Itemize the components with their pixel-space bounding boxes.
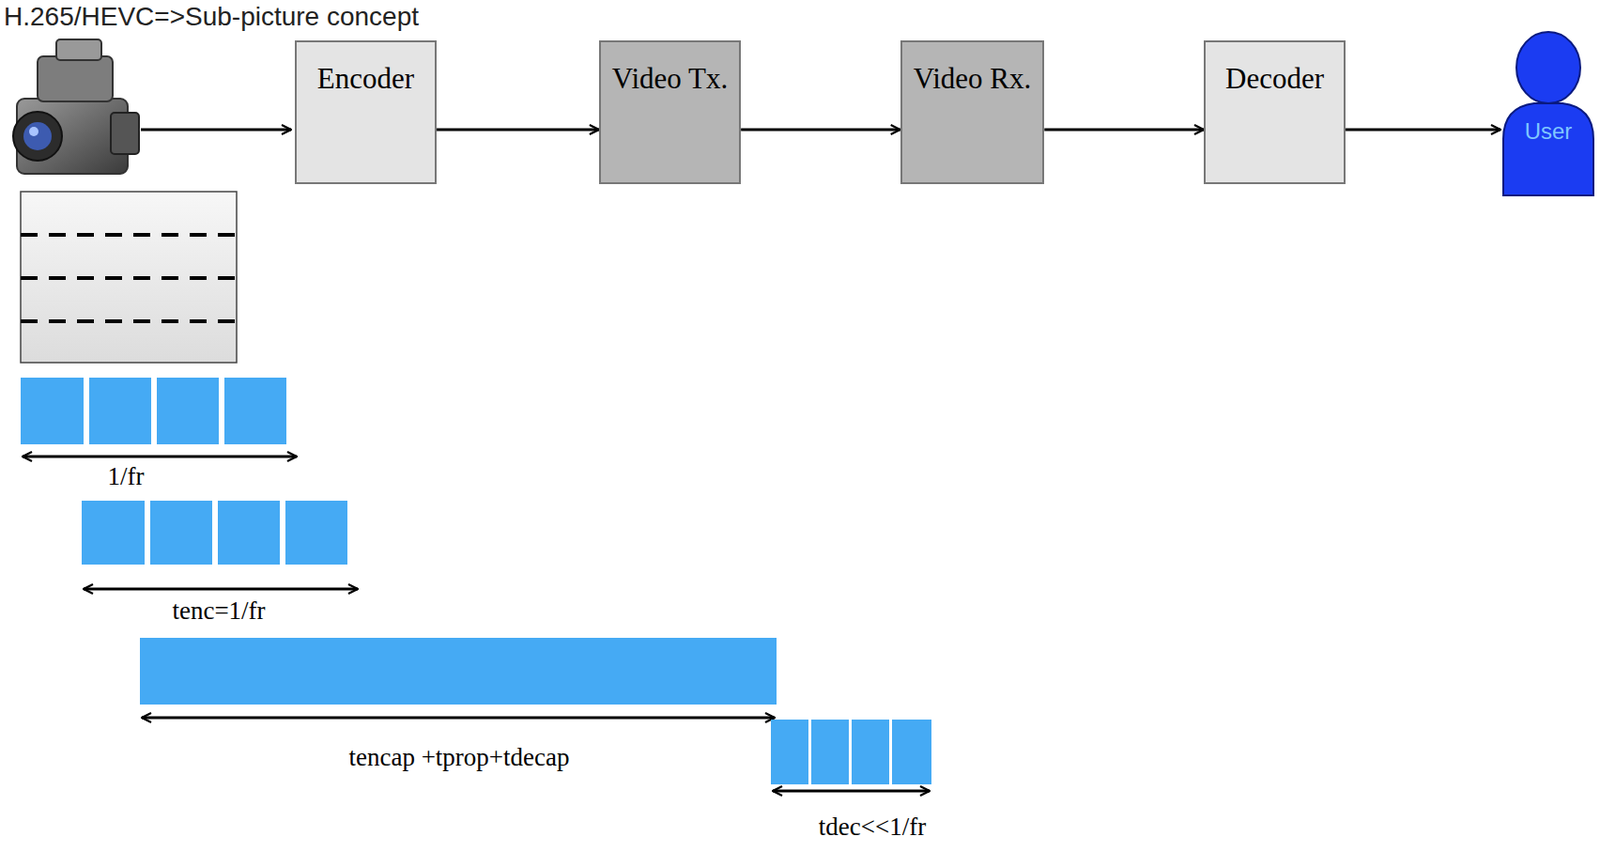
- dimension-arrow: [141, 716, 775, 720]
- node-label: User: [1500, 118, 1597, 145]
- user-figure: User: [1500, 28, 1597, 198]
- picture-frame: [20, 191, 237, 363]
- flow-arrow: [740, 128, 901, 132]
- dimension-arrow: [772, 789, 930, 793]
- slide-title: H.265/HEVC=>Sub-picture concept: [3, 1, 419, 32]
- camera-icon: [13, 39, 139, 174]
- node-label: Video Tx.: [604, 42, 736, 95]
- timing-label: tdec<<1/fr: [815, 812, 929, 842]
- decode-slices: [770, 719, 932, 785]
- capture-slices: [20, 377, 287, 445]
- flow-arrow: [1044, 128, 1204, 132]
- node-label: Video Rx.: [906, 42, 1040, 95]
- decoder-box: Decoder: [1203, 40, 1346, 185]
- node-label: Encoder: [309, 42, 422, 95]
- receiver-box: Video Rx.: [900, 40, 1046, 185]
- flow-arrow: [1345, 128, 1501, 132]
- camera-link: [140, 128, 292, 132]
- dimension-arrow: [22, 455, 297, 459]
- timing-label: tenc=1/fr: [169, 596, 268, 626]
- transport-bar: [139, 637, 777, 705]
- transmitter-box: Video Tx.: [599, 40, 741, 185]
- encode-slices: [81, 500, 348, 565]
- timing-label: 1/fr: [105, 461, 148, 492]
- person-shape: [1500, 28, 1597, 198]
- flow-arrow: [436, 128, 600, 132]
- node-label: Decoder: [1217, 42, 1332, 95]
- encoder-box: Encoder: [294, 40, 437, 185]
- dimension-arrow: [83, 587, 358, 591]
- timing-label: tencap +tprop+tdecap: [345, 742, 572, 772]
